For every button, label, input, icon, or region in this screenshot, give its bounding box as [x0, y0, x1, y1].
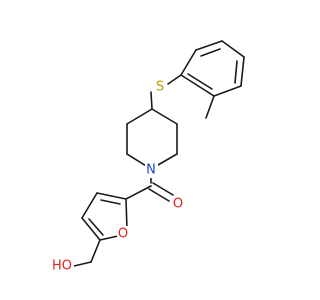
furan-oxygen-atom: O: [117, 226, 130, 242]
label-background: [153, 79, 167, 95]
hydroxyl-label: HO: [52, 259, 72, 274]
furan-ring: [81, 192, 128, 241]
double-bond-inner: [100, 199, 121, 205]
nitrogen-label: N: [146, 163, 156, 178]
bond: [195, 40, 223, 51]
bond: [180, 74, 215, 97]
sulfur-atom: S: [153, 79, 167, 95]
bond: [125, 185, 152, 200]
bond: [167, 74, 182, 85]
bond: [151, 108, 178, 125]
bond: [213, 85, 242, 97]
bond: [180, 49, 197, 76]
bond: [99, 235, 119, 241]
bond: [81, 217, 101, 241]
piperidine-ring: [126, 108, 178, 170]
carbonyl-oxygen-atom: O: [172, 196, 185, 212]
carbonyl-bond: [148, 188, 170, 202]
methyl-bond: [205, 95, 215, 119]
label-background: [117, 226, 130, 242]
bond: [150, 91, 153, 110]
nitrogen-atom: N: [145, 162, 158, 178]
hydroxyl-group: HO: [50, 258, 74, 274]
double-bond-inner: [234, 60, 238, 84]
carbonyl-bond: [152, 182, 174, 196]
label-background: [172, 196, 185, 212]
bond: [90, 239, 101, 263]
furan-oxygen-label: O: [118, 227, 128, 242]
bond: [125, 198, 128, 231]
label-background: [145, 162, 158, 178]
double-bond-inner: [187, 73, 213, 90]
bond: [126, 108, 153, 125]
double-bond-inner: [88, 218, 104, 236]
sulfur-label: S: [156, 80, 164, 95]
label-background: [50, 258, 74, 274]
molecule-structure-diagram: S N O O HO: [50, 40, 245, 274]
tolyl-ring: [180, 40, 245, 97]
bond: [81, 192, 98, 219]
bond: [73, 261, 92, 267]
bond: [221, 40, 245, 58]
double-bond-inner: [200, 48, 221, 57]
bond: [96, 192, 127, 200]
bond: [240, 56, 245, 87]
carbonyl-oxygen-label: O: [173, 197, 183, 212]
